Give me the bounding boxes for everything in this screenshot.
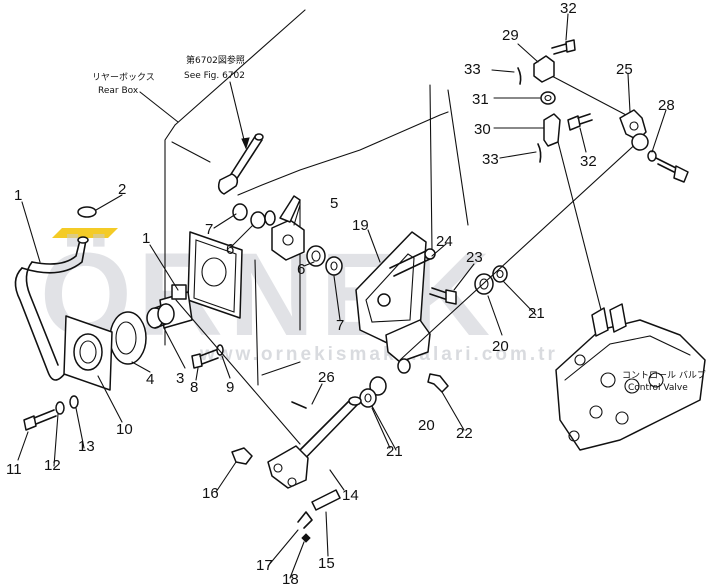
callout-21a: 21 [528,305,545,322]
callout-12: 12 [44,457,61,474]
callout-1-plate: 1 [142,230,150,247]
callout-numbers: 1 2 1 3 4 5 6 6 7 7 8 9 10 11 12 13 14 1… [6,0,675,585]
part-31-nut [540,91,556,105]
callout-8: 8 [190,379,198,396]
part-10-cover-plate [63,315,113,391]
part-29-block [533,55,555,83]
see-fig-arrowhead [241,137,250,150]
callout-32a: 32 [560,0,577,17]
part-24-shaft [389,248,436,277]
callout-18: 18 [282,571,299,585]
see-fig-jp-label: 第6702図参照 [186,54,245,66]
control-valve-en-label: Control Valve [628,383,688,393]
part-33-pin-b [537,143,542,163]
part-17-spring-pin [297,511,313,529]
callout-5: 5 [330,195,338,212]
part-1-bracket-plate [159,231,243,329]
part-11-bolt [23,409,57,431]
part-21-roller-a [492,265,508,283]
callout-20b: 20 [418,417,435,434]
part-1-pipe [14,236,89,381]
callout-7b: 7 [336,317,344,334]
part-18-clip [301,533,311,543]
callout-7a: 7 [205,221,213,238]
part-5-lever-block [271,195,305,261]
see-fig-en-label: See Fig. 6702 [184,71,245,81]
callout-33a: 33 [464,61,481,78]
part-12-washer [55,401,65,415]
callout-13: 13 [78,438,95,455]
callout-32b: 32 [580,153,597,170]
assembly-line-a [175,299,301,445]
rear-box-jp-label: リヤーボックス [92,72,155,83]
part-16-elbow [231,447,253,465]
callout-28: 28 [658,97,675,114]
callout-15: 15 [318,555,335,572]
linkage-rod [217,133,264,195]
part-32-bolt-b [567,113,593,131]
part-6-bearing-a [232,203,276,229]
callout-11: 11 [6,461,22,478]
rear-box-en-label: Rear Box [98,86,139,96]
part-13-washer [69,395,79,409]
watermark-accent-bar [52,228,118,238]
callout-25: 25 [616,61,633,78]
part-6-bearing-b [306,245,326,267]
part-15-pin [311,489,341,511]
callout-leaders [17,13,667,579]
callout-23: 23 [466,249,483,266]
part-19-bracket [355,231,431,374]
part-27-bolt [655,157,689,183]
part-4-diaphragm [109,311,147,365]
see-fig-leader [229,81,247,149]
callout-29: 29 [502,27,519,44]
part-22-elbow [427,373,449,393]
assembly-line-b [399,139,641,361]
part-2-cap [77,206,97,218]
part-28-rod-end [631,133,657,162]
callout-9: 9 [226,379,234,396]
rear-box-leader [139,91,179,123]
callout-10: 10 [116,421,133,438]
callout-24: 24 [436,233,453,250]
part-33-pin-a [517,67,522,85]
callout-1-pipe: 1 [14,187,22,204]
callout-20a: 20 [492,338,509,355]
part-23-bolt [429,287,457,305]
part-14-shaft-lever [267,396,362,489]
part-7-bearing-b [325,256,343,276]
callout-19: 19 [352,217,369,234]
callout-33b: 33 [482,151,499,168]
callout-22: 22 [456,425,473,442]
part-8-bolt [191,349,219,369]
part-25-link [619,109,647,141]
callout-26: 26 [318,369,335,386]
callout-21b: 21 [386,443,403,460]
callout-30: 30 [474,121,491,138]
part-20-roller-b [369,376,387,396]
part-32-bolt-a [551,39,576,55]
part-21-roller-b [359,388,377,408]
control-valve-jp-label: コントロール バルブ [622,369,706,381]
assembly-line-d [547,73,629,117]
callout-31: 31 [472,91,489,108]
callout-6a: 6 [226,241,234,258]
part-26-pin [291,401,307,409]
callout-2: 2 [118,181,126,198]
callout-16: 16 [202,485,219,502]
callout-17: 17 [256,557,273,574]
part-30-clevis [543,113,561,147]
control-valve [555,303,706,451]
callout-3: 3 [176,370,184,387]
part-3-sleeve [146,303,175,329]
callout-4: 4 [146,371,154,388]
watermark-site: www.ornekismakinalari.com.tr [199,344,558,365]
callout-6b: 6 [297,261,305,278]
rear-box-outline [164,9,469,386]
callout-14: 14 [342,487,359,504]
